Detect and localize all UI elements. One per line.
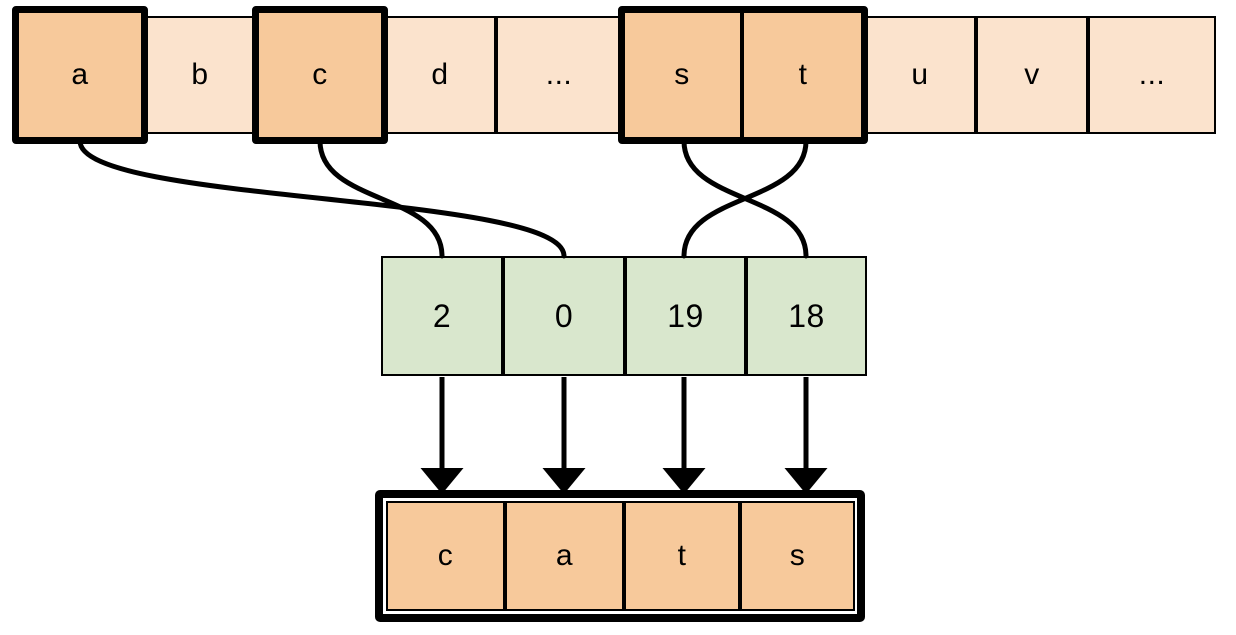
vocab-cell-t[interactable]: t bbox=[742, 10, 864, 140]
index-cell-value: 0 bbox=[554, 298, 574, 334]
output-cell-0[interactable]: c bbox=[386, 501, 505, 611]
vocab-cell-label: a bbox=[71, 58, 89, 91]
edge-t-to-index-19 bbox=[681, 138, 809, 259]
vocab-cell-c[interactable]: c bbox=[256, 10, 384, 140]
vocab-cell-label: d bbox=[431, 58, 449, 91]
vocab-cell-v[interactable]: v bbox=[976, 16, 1088, 134]
vocab-cell-a[interactable]: a bbox=[16, 10, 144, 140]
output-cell-2[interactable]: t bbox=[624, 501, 740, 611]
vocab-cell-label: s bbox=[674, 58, 690, 91]
output-cell-label: t bbox=[677, 539, 687, 572]
vocab-cell-u[interactable]: u bbox=[864, 16, 976, 134]
vocab-cell-ellipsis-4[interactable]: ... bbox=[496, 16, 622, 134]
output-cell-label: a bbox=[555, 539, 574, 572]
output-cell-label: s bbox=[789, 539, 806, 572]
edge-c-to-index-2 bbox=[317, 138, 445, 259]
edge-a-to-index-0 bbox=[77, 138, 567, 259]
edge-s-to-index-18 bbox=[681, 138, 809, 259]
vocab-cell-label: u bbox=[911, 58, 929, 91]
output-cell-3[interactable]: s bbox=[740, 501, 855, 611]
vocab-cell-label: c bbox=[312, 58, 328, 91]
index-cell-19[interactable]: 19 bbox=[625, 256, 746, 376]
vocab-cell-d[interactable]: d bbox=[384, 16, 496, 134]
vocab-cell-b[interactable]: b bbox=[144, 16, 256, 134]
index-cell-2[interactable]: 2 bbox=[381, 256, 503, 376]
vocab-cell-s[interactable]: s bbox=[622, 10, 742, 140]
vocab-cell-label: b bbox=[191, 58, 209, 91]
vocab-cell-label: ... bbox=[1138, 58, 1166, 91]
vocab-cell-label: v bbox=[1024, 58, 1040, 91]
index-cell-value: 18 bbox=[788, 298, 825, 334]
index-cell-value: 2 bbox=[432, 298, 452, 334]
index-cell-0[interactable]: 0 bbox=[503, 256, 625, 376]
vocab-cell-ellipsis-9[interactable]: ... bbox=[1088, 16, 1216, 134]
output-cell-1[interactable]: a bbox=[505, 501, 624, 611]
output-cell-label: c bbox=[437, 539, 454, 572]
index-cell-18[interactable]: 18 bbox=[746, 256, 867, 376]
vocab-cell-label: t bbox=[798, 58, 808, 91]
vocab-cell-label: ... bbox=[545, 58, 573, 91]
index-cell-value: 19 bbox=[667, 298, 704, 334]
